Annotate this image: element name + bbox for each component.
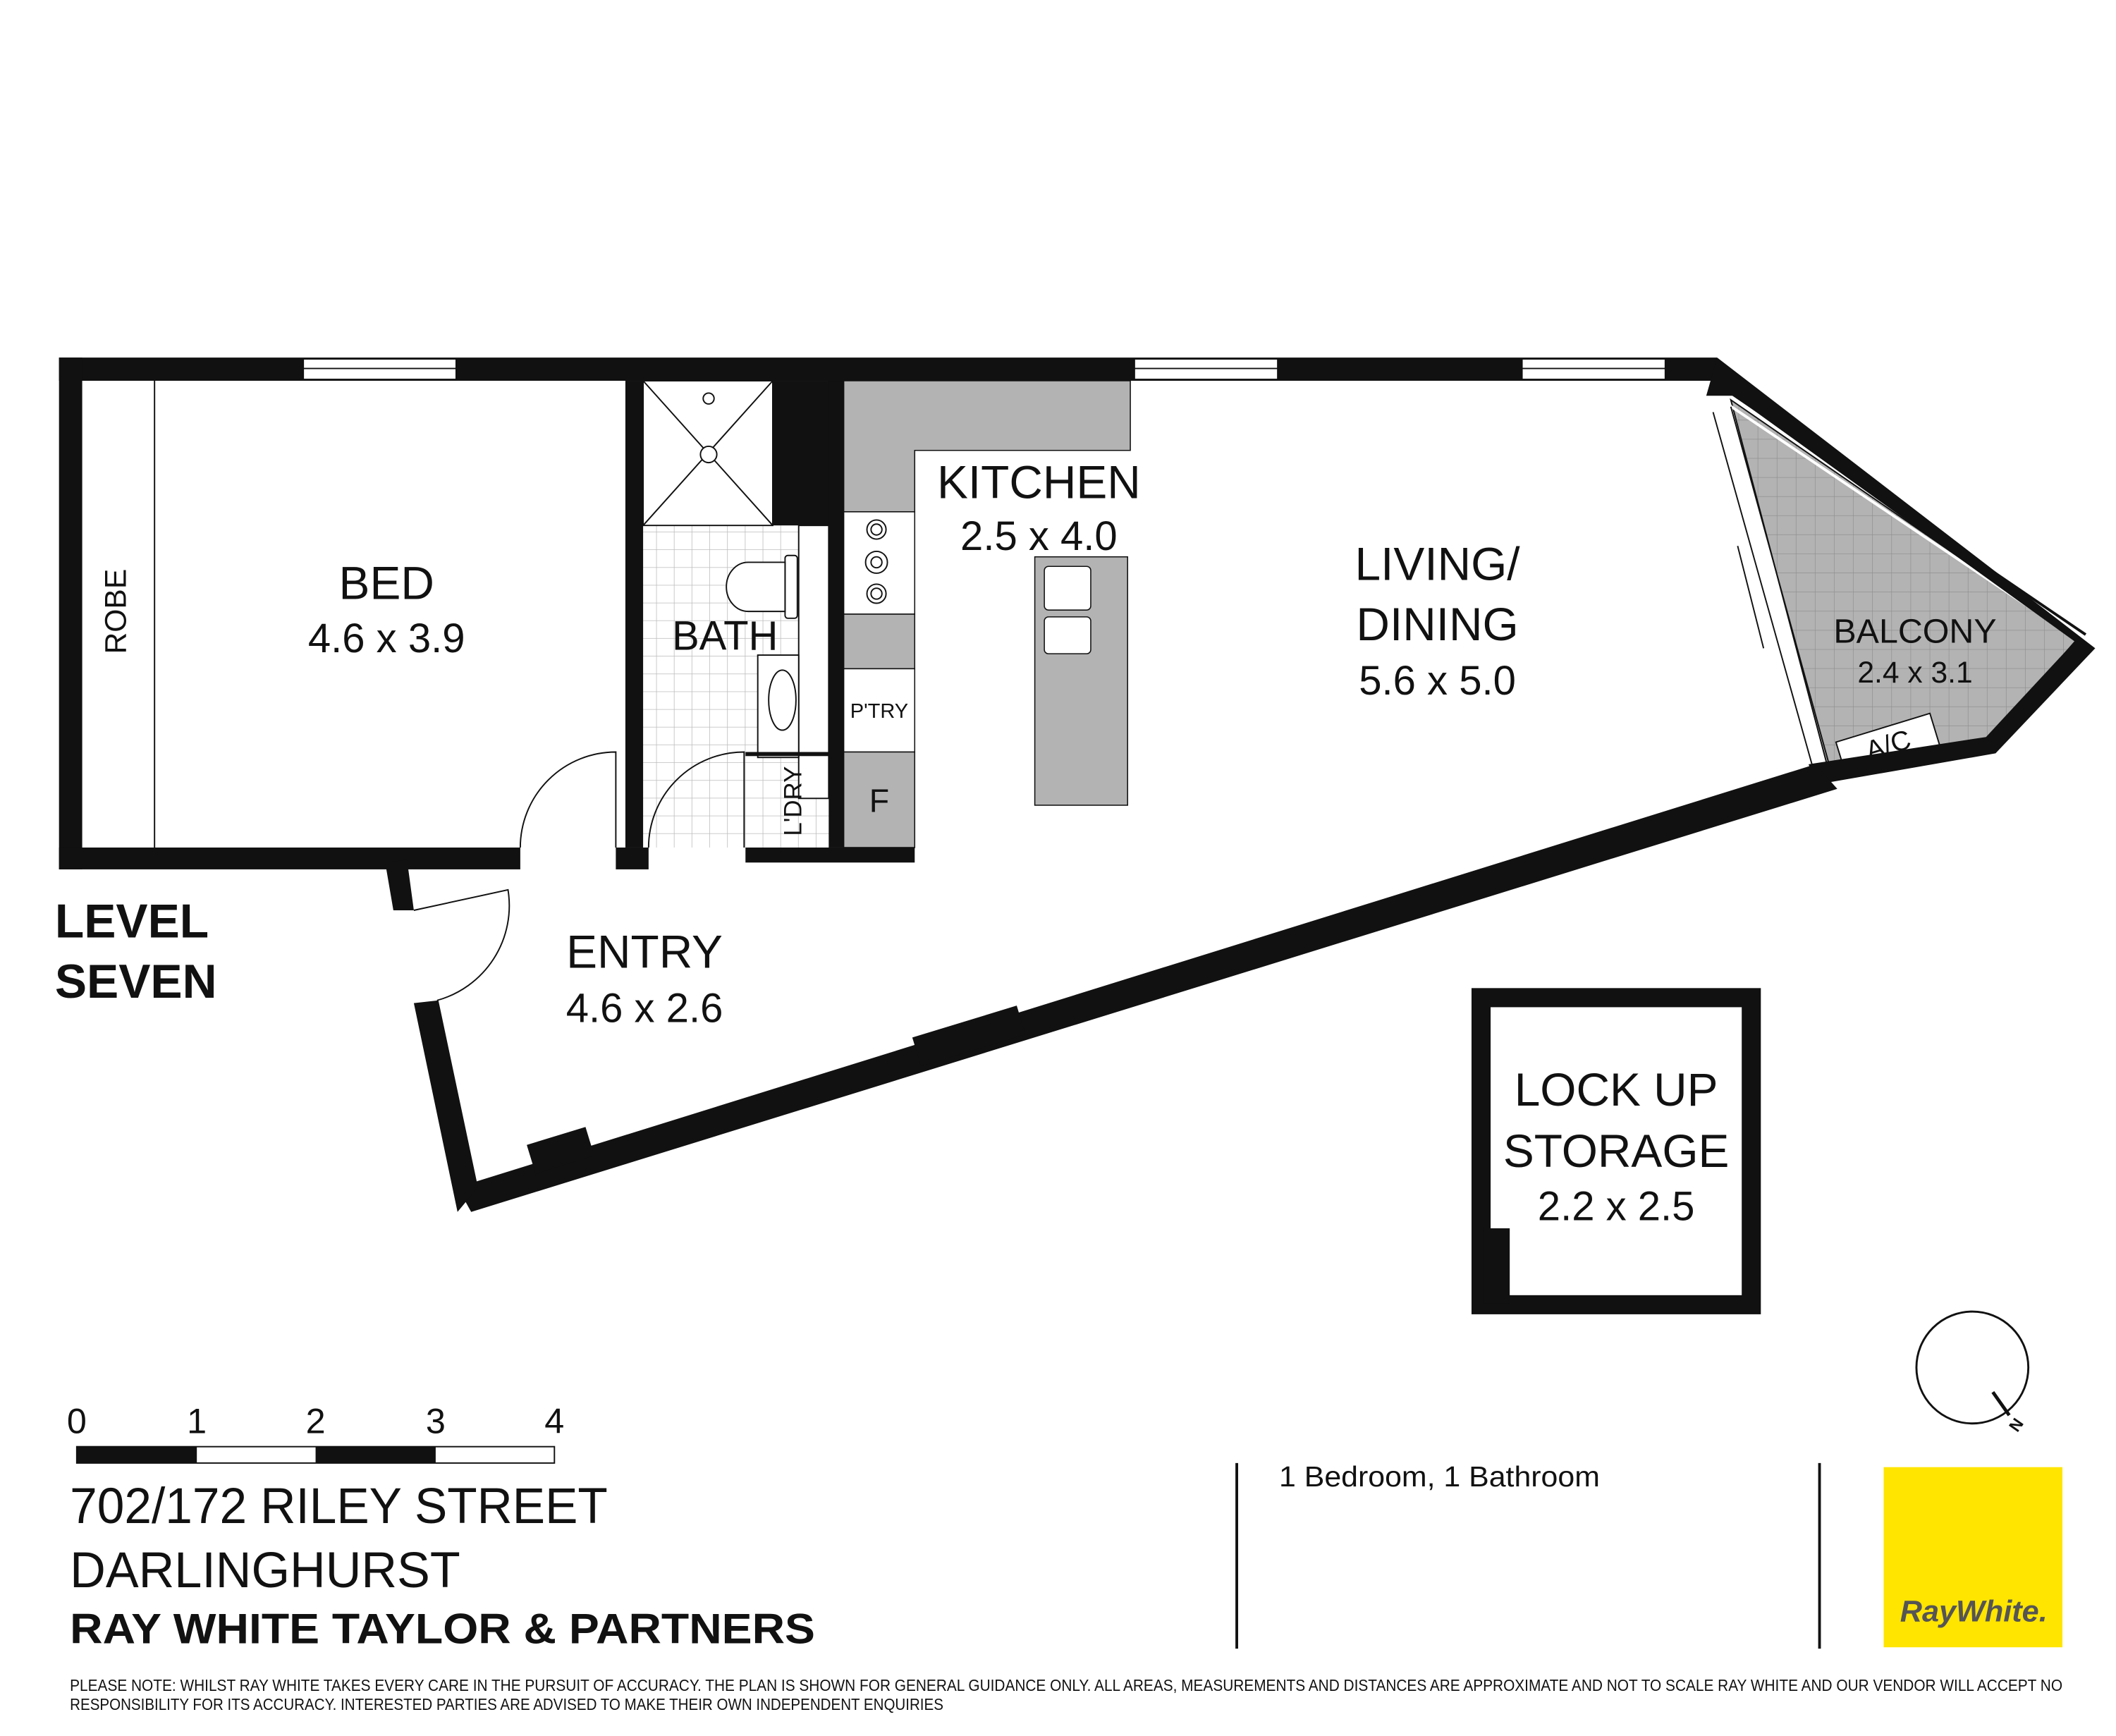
raywhite-logo: RayWhite. (1883, 1467, 2063, 1648)
sliding-door (1712, 406, 1830, 768)
storage-dims: 2.2 x 2.5 (1538, 1183, 1695, 1229)
scale-bar: 0 1 2 3 4 (67, 1400, 564, 1464)
scale-label: 4 (544, 1400, 564, 1441)
address-line1: 702/172 RILEY STREET (70, 1478, 608, 1534)
doors (413, 751, 745, 1001)
level-label-2: SEVEN (55, 955, 217, 1008)
fridge-label: F (869, 783, 889, 819)
scale-label: 0 (67, 1400, 87, 1441)
north-compass-icon: N (1915, 1310, 2030, 1436)
storage-label-2: STORAGE (1503, 1125, 1730, 1177)
property-summary: 1 Bedroom, 1 Bathroom (1279, 1460, 1600, 1493)
balcony-dims: 2.4 x 3.1 (1857, 656, 1972, 690)
bed-label: BED (339, 557, 434, 609)
cooktop-icon (864, 519, 888, 604)
kitchen-dims: 2.5 x 4.0 (960, 513, 1118, 559)
scale-label: 1 (187, 1400, 207, 1441)
disclaimer-line2: RESPONSIBILITY FOR ITS ACCURACY. INTERES… (70, 1695, 943, 1713)
laundry-label: L'DRY (780, 766, 807, 836)
kitchen-counters (843, 380, 1131, 848)
lockup-storage (1471, 988, 1761, 1314)
living-dims: 5.6 x 5.0 (1359, 658, 1516, 704)
windows (302, 358, 1666, 381)
storage-label-1: LOCK UP (1515, 1063, 1718, 1115)
level-label-1: LEVEL (55, 895, 209, 948)
agency-name: RAY WHITE TAYLOR & PARTNERS (70, 1605, 815, 1652)
scale-label: 3 (426, 1400, 446, 1441)
bed-dims: 4.6 x 3.9 (308, 616, 465, 661)
scale-label: 2 (306, 1400, 326, 1441)
kitchen-label: KITCHEN (937, 456, 1141, 508)
balcony-label: BALCONY (1833, 613, 1996, 651)
svg-text:RayWhite.: RayWhite. (1900, 1594, 2048, 1628)
address-line2: DARLINGHURST (70, 1542, 460, 1599)
living-label-2: DINING (1356, 598, 1518, 650)
svg-text:N: N (2005, 1415, 2027, 1436)
shower-icon (642, 380, 773, 527)
living-label-1: LIVING/ (1355, 538, 1521, 590)
robe-label: ROBE (99, 569, 133, 654)
bath-label: BATH (672, 613, 778, 659)
entry-label: ENTRY (566, 925, 723, 977)
entry-dims: 4.6 x 2.6 (566, 986, 723, 1032)
disclaimer-line1: PLEASE NOTE: WHILST RAY WHITE TAKES EVER… (70, 1676, 2062, 1694)
pantry-label: P'TRY (850, 700, 908, 723)
